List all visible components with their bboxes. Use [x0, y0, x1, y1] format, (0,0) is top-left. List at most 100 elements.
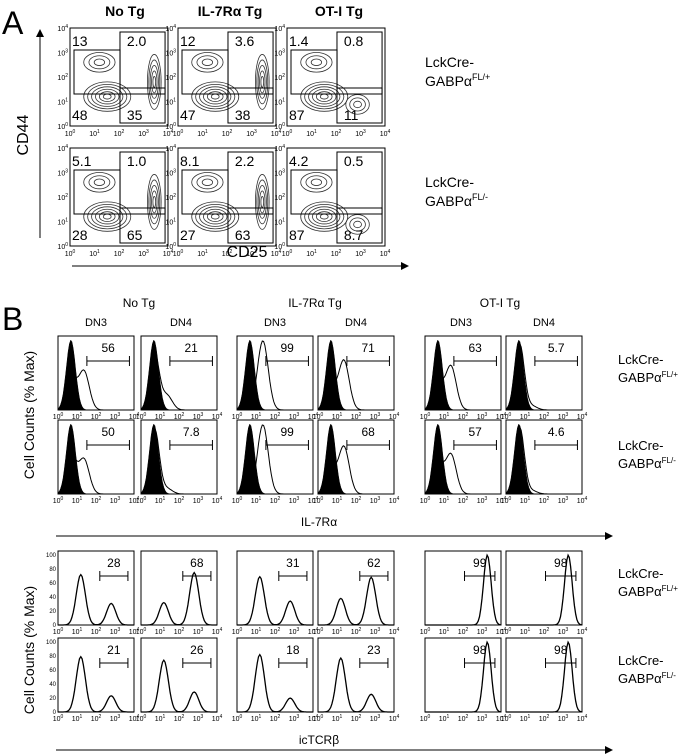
tick-base: 10	[91, 414, 99, 421]
tick-label: 100	[282, 129, 293, 138]
tick-exponent: 3	[173, 169, 176, 175]
tick-base: 10	[332, 629, 340, 636]
row-label-gene: GABPα	[618, 370, 662, 385]
tick-exponent: 1	[259, 714, 262, 720]
tick-label: 100	[420, 627, 431, 636]
tick-exponent: 1	[314, 129, 317, 135]
tick-base: 10	[129, 629, 137, 636]
contour-line	[91, 206, 124, 227]
tick-exponent: 3	[118, 412, 121, 418]
subgroup-header: DN3	[450, 317, 472, 329]
tick-exponent: 4	[282, 24, 285, 30]
tick-exponent: 0	[321, 496, 324, 502]
tick-base: 10	[520, 414, 528, 421]
tick-exponent: 4	[220, 412, 223, 418]
tick-base: 10	[155, 716, 163, 723]
tick-base: 10	[165, 220, 173, 227]
tick-base: 10	[270, 498, 278, 505]
tick-base: 10	[274, 220, 282, 227]
tick-exponent: 2	[230, 249, 233, 255]
contour-line	[304, 83, 345, 110]
contour-line	[260, 196, 265, 208]
gate-box	[119, 151, 166, 215]
tick-exponent: 4	[65, 144, 68, 150]
tick-label: 103	[355, 129, 366, 138]
tick-exponent: 2	[173, 193, 176, 199]
quadrant-value: 13	[72, 33, 88, 49]
contour-line	[191, 81, 240, 112]
row-label-line1: LckCre-	[425, 54, 474, 70]
tick-base: 10	[251, 414, 259, 421]
subgroup-header: DN3	[264, 317, 286, 329]
tick-label: 100	[53, 412, 64, 421]
tick-base: 10	[72, 498, 80, 505]
tick-label: 100	[501, 627, 512, 636]
contour-line	[201, 58, 214, 66]
y-tick-label: 100	[46, 640, 57, 646]
sample-histogram	[425, 640, 502, 713]
tick-exponent: 1	[340, 627, 343, 633]
tick-base: 10	[351, 414, 359, 421]
contour-line	[310, 178, 323, 186]
tick-base: 10	[274, 171, 282, 178]
tick-exponent: 0	[428, 496, 431, 502]
tick-exponent: 2	[466, 627, 469, 633]
tick-exponent: 3	[485, 627, 488, 633]
tick-label: 101	[155, 412, 166, 421]
tick-base: 10	[91, 716, 99, 723]
tick-label: 102	[458, 496, 469, 505]
tick-label: 101	[251, 627, 262, 636]
tick-base: 10	[306, 131, 314, 138]
contour-line	[255, 54, 270, 110]
tick-base: 10	[165, 26, 173, 33]
sample-histogram	[141, 571, 217, 626]
tick-base: 10	[439, 629, 447, 636]
panel-a-column-header: OT-I Tg	[315, 3, 363, 19]
tick-exponent: 0	[73, 249, 76, 255]
tick-label: 104	[308, 412, 319, 421]
tick-label: 104	[129, 627, 140, 636]
tick-label: 101	[520, 714, 531, 723]
contour-line	[95, 208, 120, 225]
tick-base: 10	[138, 251, 146, 258]
contour-line	[353, 220, 362, 229]
tick-exponent: 0	[144, 714, 147, 720]
tick-exponent: 2	[182, 714, 185, 720]
plot-frame	[236, 637, 314, 713]
tick-base: 10	[165, 146, 173, 153]
tick-exponent: 2	[466, 496, 469, 502]
tick-base: 10	[165, 244, 173, 251]
quadrant-value: 4.2	[289, 153, 309, 169]
contour-line	[300, 52, 333, 73]
tick-exponent: 3	[378, 412, 381, 418]
tick-exponent: 2	[466, 412, 469, 418]
tick-exponent: 4	[171, 249, 174, 255]
tick-label: 104	[496, 627, 507, 636]
tick-exponent: 4	[397, 412, 400, 418]
group-header: No Tg	[123, 296, 155, 310]
plot-frame	[236, 550, 314, 626]
tick-base: 10	[332, 716, 340, 723]
sample-histogram	[505, 342, 582, 411]
sample-histogram	[140, 428, 217, 495]
tick-exponent: 2	[182, 412, 185, 418]
tick-label: 100	[282, 249, 293, 258]
tick-exponent: 2	[99, 627, 102, 633]
tick-label: 103	[193, 496, 204, 505]
tick-label: 100	[53, 714, 64, 723]
tick-exponent: 0	[282, 242, 285, 248]
tick-exponent: 4	[504, 714, 507, 720]
tick-label: 101	[197, 129, 208, 138]
sample-histogram	[317, 445, 394, 495]
tick-exponent: 1	[65, 218, 68, 224]
tick-exponent: 0	[181, 129, 184, 135]
tick-label: 104	[308, 627, 319, 636]
quadrant-value: 5.1	[72, 153, 92, 169]
tick-exponent: 2	[278, 627, 281, 633]
tick-base: 10	[165, 195, 173, 202]
y-tick-label: 20	[49, 696, 56, 702]
